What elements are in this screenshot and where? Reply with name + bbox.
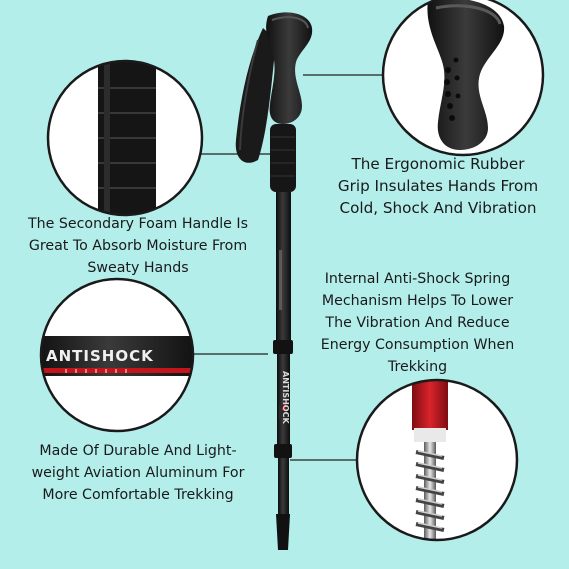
- caption-line: Trekking: [387, 359, 448, 375]
- caption-line: The Vibration And Reduce: [325, 315, 510, 331]
- caption-line: Made Of Durable And Light-: [39, 443, 237, 459]
- callout-spring: [355, 378, 519, 542]
- caption-line: Internal Anti-Shock Spring: [324, 271, 511, 287]
- caption-line: Cold, Shock And Vibration: [339, 199, 537, 217]
- rubber-grip: [266, 12, 313, 124]
- upper-shaft: [276, 192, 291, 342]
- caption-line: Sweaty Hands: [87, 260, 189, 276]
- lower-shaft: [278, 458, 289, 514]
- caption-line: The Secondary Foam Handle Is: [27, 216, 249, 232]
- caption-line: Grip Insulates Hands From: [337, 177, 539, 195]
- antishock-print: ANTISHOCK: [46, 347, 154, 365]
- pole-print-text: ANTISHOCK: [281, 371, 290, 424]
- caption-line: Great To Absorb Moisture From: [28, 238, 248, 254]
- rubber-tip: [276, 514, 290, 550]
- caption-line: More Comfortable Trekking: [42, 487, 234, 503]
- caption-foam-handle: The Secondary Foam Handle Is Great To Ab…: [18, 213, 258, 279]
- caption-line: weight Aviation Aluminum For: [31, 465, 245, 481]
- caption-line: Mechanism Helps To Lower: [321, 293, 514, 309]
- red-logo-mark: [281, 400, 287, 410]
- middle-shaft: [277, 354, 290, 444]
- foam-handle: [270, 124, 296, 192]
- caption-line: Energy Consumption When: [320, 337, 515, 353]
- callout-rubber-grip: [381, 0, 545, 157]
- trekking-pole: ANTISHOCK: [235, 12, 313, 550]
- caption-rubber-grip: The Ergonomic Rubber Grip Insulates Hand…: [318, 153, 558, 219]
- lock-collar: [273, 340, 293, 354]
- lower-collar: [274, 444, 292, 458]
- callout-foam-handle: [46, 59, 204, 217]
- wrist-strap: [235, 28, 276, 163]
- caption-aluminum-shaft: Made Of Durable And Light- weight Aviati…: [18, 440, 258, 506]
- caption-line: The Ergonomic Rubber: [351, 155, 525, 173]
- caption-anti-shock-spring: Internal Anti-Shock Spring Mechanism Hel…: [300, 268, 535, 378]
- callout-antishock-shaft: ANTISHOCK: [39, 277, 195, 433]
